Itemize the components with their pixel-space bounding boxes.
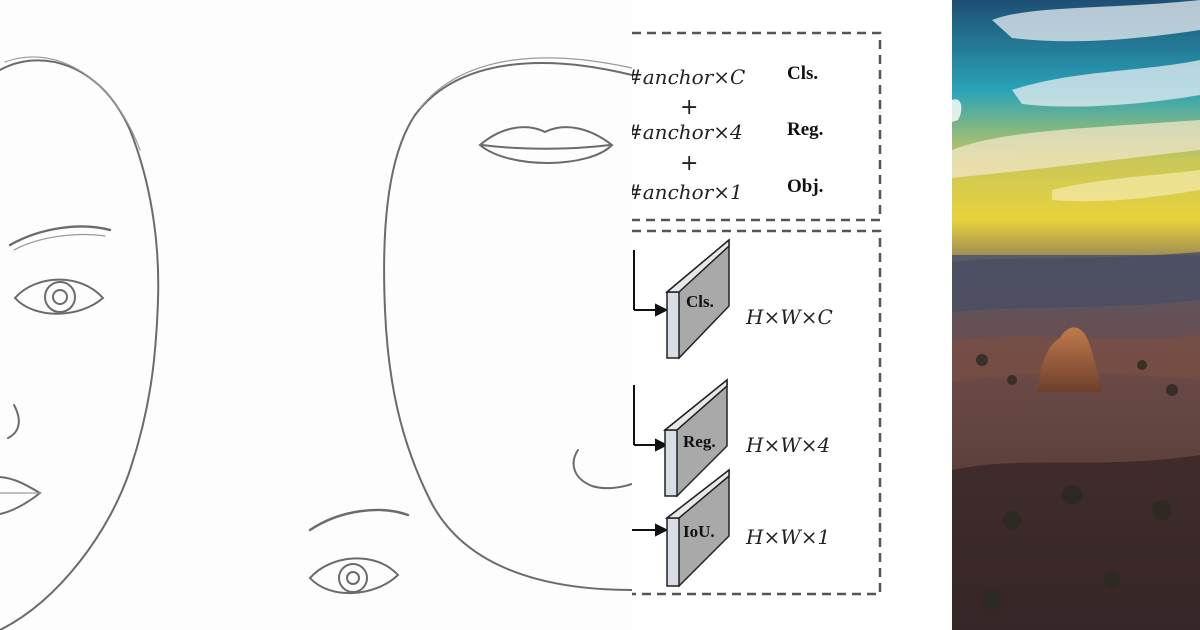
reg-block-label: Reg. — [683, 432, 716, 451]
top-output-box — [632, 31, 882, 222]
iou-block-label: IoU. — [683, 522, 715, 541]
reg-shape: H×W×4 — [745, 433, 830, 457]
face-sketch-icon — [0, 56, 160, 630]
face-sketch-left — [0, 0, 300, 630]
cls-label: Cls. — [787, 63, 818, 84]
detection-head-diagram: #anchor×C Cls. + #anchor×4 Reg. + #ancho… — [632, 0, 952, 630]
face-parts-sketch-icon — [308, 57, 632, 595]
reg-label: Reg. — [787, 119, 823, 140]
obj-label: Obj. — [787, 176, 823, 197]
anchor-obj-expr: #anchor×1 — [632, 180, 743, 204]
cls-feature-block — [664, 238, 730, 360]
plus-sign: + — [680, 95, 698, 120]
iou-shape: H×W×1 — [745, 525, 830, 549]
desert-landscape-photo — [952, 0, 1200, 630]
plus-sign: + — [680, 151, 698, 176]
anchor-cls-expr: #anchor×C — [632, 65, 745, 89]
cls-shape: H×W×C — [745, 305, 833, 329]
iou-feature-block — [664, 468, 730, 588]
cls-block-label: Cls. — [686, 292, 714, 311]
face-sketch-middle — [300, 0, 632, 630]
anchor-reg-expr: #anchor×4 — [632, 120, 743, 144]
bottom-output-box — [632, 229, 882, 596]
reg-feature-block — [662, 378, 728, 498]
